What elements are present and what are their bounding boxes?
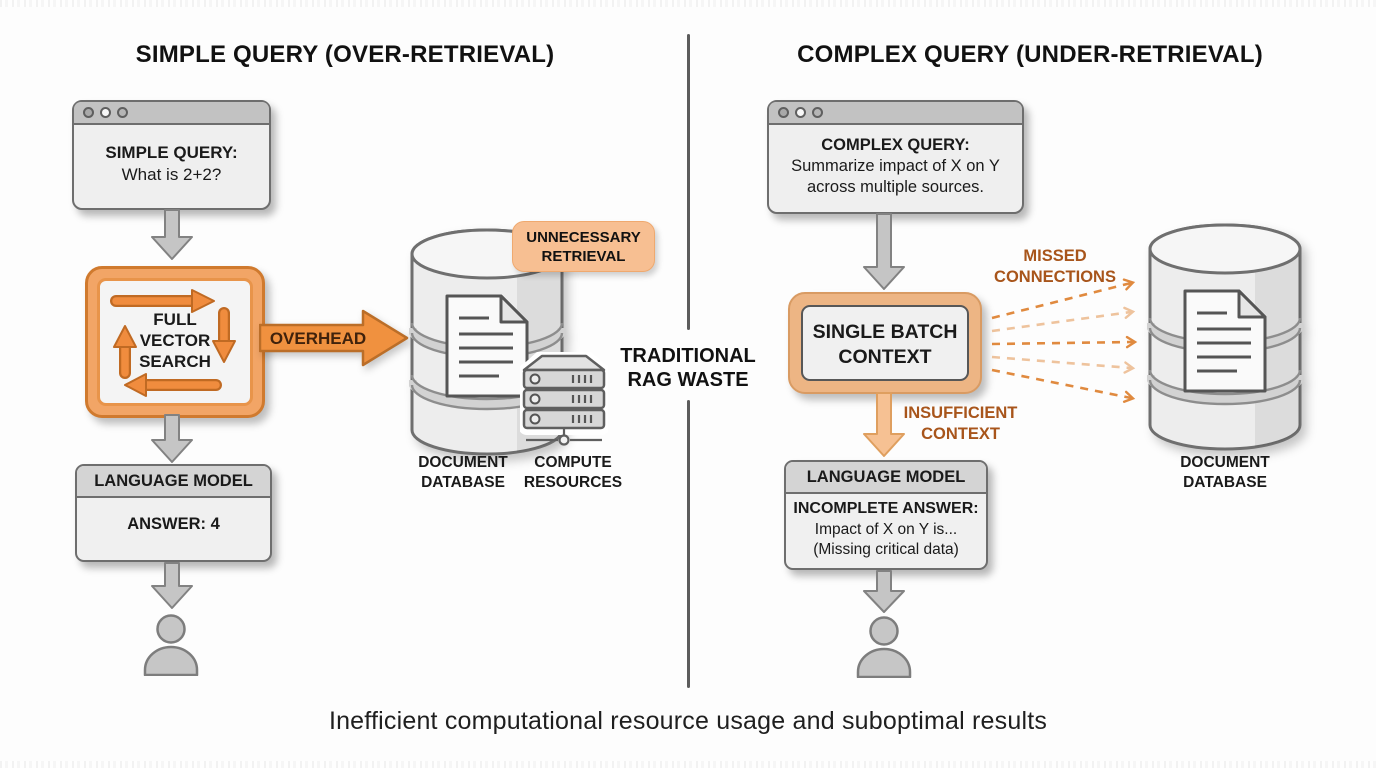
down-arrow-icon bbox=[863, 213, 905, 290]
document-icon bbox=[445, 294, 529, 398]
process-label-line: FULL bbox=[153, 310, 197, 329]
down-arrow-icon bbox=[151, 209, 193, 260]
simple-query-label: SIMPLE QUERY: bbox=[105, 143, 238, 162]
label-line: DATABASE bbox=[1183, 473, 1267, 491]
single-batch-context-box: SINGLE BATCH CONTEXT bbox=[788, 292, 982, 394]
window-dot-icon bbox=[795, 107, 806, 118]
context-label-line: CONTEXT bbox=[838, 346, 932, 368]
insufficient-context-arrow-icon bbox=[863, 392, 905, 457]
simple-query-window: SIMPLE QUERY: What is 2+2? bbox=[72, 100, 271, 210]
window-titlebar bbox=[769, 102, 1022, 125]
loop-cycle-icon bbox=[110, 289, 236, 397]
down-arrow-icon bbox=[151, 562, 193, 609]
label-line: DOCUMENT bbox=[418, 454, 508, 471]
complex-query-text: Summarize impact of X on Y bbox=[791, 157, 1000, 175]
complex-query-label: COMPLEX QUERY: bbox=[821, 136, 970, 154]
window-dot-icon bbox=[812, 107, 823, 118]
user-person-icon bbox=[143, 614, 199, 676]
left-panel-title: SIMPLE QUERY (OVER-RETRIEVAL) bbox=[135, 41, 555, 68]
label-line: DATABASE bbox=[421, 473, 505, 491]
document-database-label: DOCUMENT DATABASE bbox=[400, 453, 526, 492]
simple-query-text: What is 2+2? bbox=[121, 165, 222, 184]
language-model-header: LANGUAGE MODEL bbox=[77, 466, 270, 498]
top-noise-strip bbox=[0, 0, 1376, 7]
language-model-box: LANGUAGE MODEL INCOMPLETE ANSWER: Impact… bbox=[784, 460, 988, 570]
user-person-icon bbox=[856, 616, 912, 678]
label-line: RESOURCES bbox=[523, 473, 623, 491]
window-dot-icon bbox=[778, 107, 789, 118]
label-line: MISSED bbox=[1023, 247, 1087, 265]
complex-query-text: across multiple sources. bbox=[807, 178, 984, 196]
answer-text: ANSWER: 4 bbox=[127, 515, 220, 533]
badge-line: UNNECESSARY bbox=[526, 229, 641, 246]
compute-server-icon bbox=[520, 352, 608, 446]
document-database-icon bbox=[1147, 223, 1303, 451]
process-label-line: SEARCH bbox=[139, 352, 211, 371]
context-label-line: SINGLE BATCH bbox=[812, 321, 958, 343]
window-dot-icon bbox=[83, 107, 94, 118]
unnecessary-retrieval-badge: UNNECESSARY RETRIEVAL bbox=[512, 221, 655, 272]
process-label-line: VECTOR bbox=[139, 331, 211, 350]
document-database-label: DOCUMENT DATABASE bbox=[1162, 453, 1288, 492]
language-model-header: LANGUAGE MODEL bbox=[786, 462, 986, 494]
bottom-noise-strip bbox=[0, 761, 1376, 768]
label-line: COMPUTE bbox=[534, 454, 612, 471]
traditional-rag-waste-label: TRADITIONAL RAG WASTE bbox=[608, 344, 768, 392]
context-inner-panel bbox=[801, 305, 969, 381]
window-dot-icon bbox=[117, 107, 128, 118]
down-arrow-icon bbox=[151, 414, 193, 463]
badge-line: RETRIEVAL bbox=[541, 248, 626, 265]
label-line: RAG WASTE bbox=[627, 369, 749, 391]
insufficient-context-label: INSUFFICIENT CONTEXT bbox=[898, 403, 1023, 445]
bottom-caption: Inefficient computational resource usage… bbox=[328, 707, 1048, 735]
label-line: CONNECTIONS bbox=[994, 268, 1116, 286]
compute-resources-label: COMPUTE RESOURCES bbox=[512, 453, 634, 492]
full-vector-search-box: FULL VECTOR SEARCH bbox=[85, 266, 265, 418]
window-titlebar bbox=[74, 102, 269, 125]
incomplete-answer-text: Impact of X on Y is... bbox=[814, 520, 958, 538]
missed-connections-label: MISSED CONNECTIONS bbox=[985, 246, 1125, 288]
label-line: CONTEXT bbox=[921, 425, 1000, 443]
language-model-box: LANGUAGE MODEL ANSWER: 4 bbox=[75, 464, 272, 562]
complex-query-window: COMPLEX QUERY: Summarize impact of X on … bbox=[767, 100, 1024, 214]
divider-line bbox=[687, 400, 690, 688]
overhead-label: OVERHEAD bbox=[269, 329, 367, 348]
down-arrow-icon bbox=[863, 570, 905, 613]
window-dot-icon bbox=[100, 107, 111, 118]
incomplete-answer-text: (Missing critical data) bbox=[813, 541, 959, 558]
right-panel-title: COMPLEX QUERY (UNDER-RETRIEVAL) bbox=[797, 41, 1263, 68]
label-line: DOCUMENT bbox=[1180, 454, 1270, 471]
overhead-arrow-icon bbox=[259, 309, 409, 367]
label-line: TRADITIONAL bbox=[620, 345, 756, 367]
label-line: INSUFFICIENT bbox=[903, 404, 1018, 422]
divider-line bbox=[687, 34, 690, 330]
incomplete-answer-label: INCOMPLETE ANSWER: bbox=[793, 500, 979, 517]
document-icon bbox=[1183, 289, 1267, 393]
